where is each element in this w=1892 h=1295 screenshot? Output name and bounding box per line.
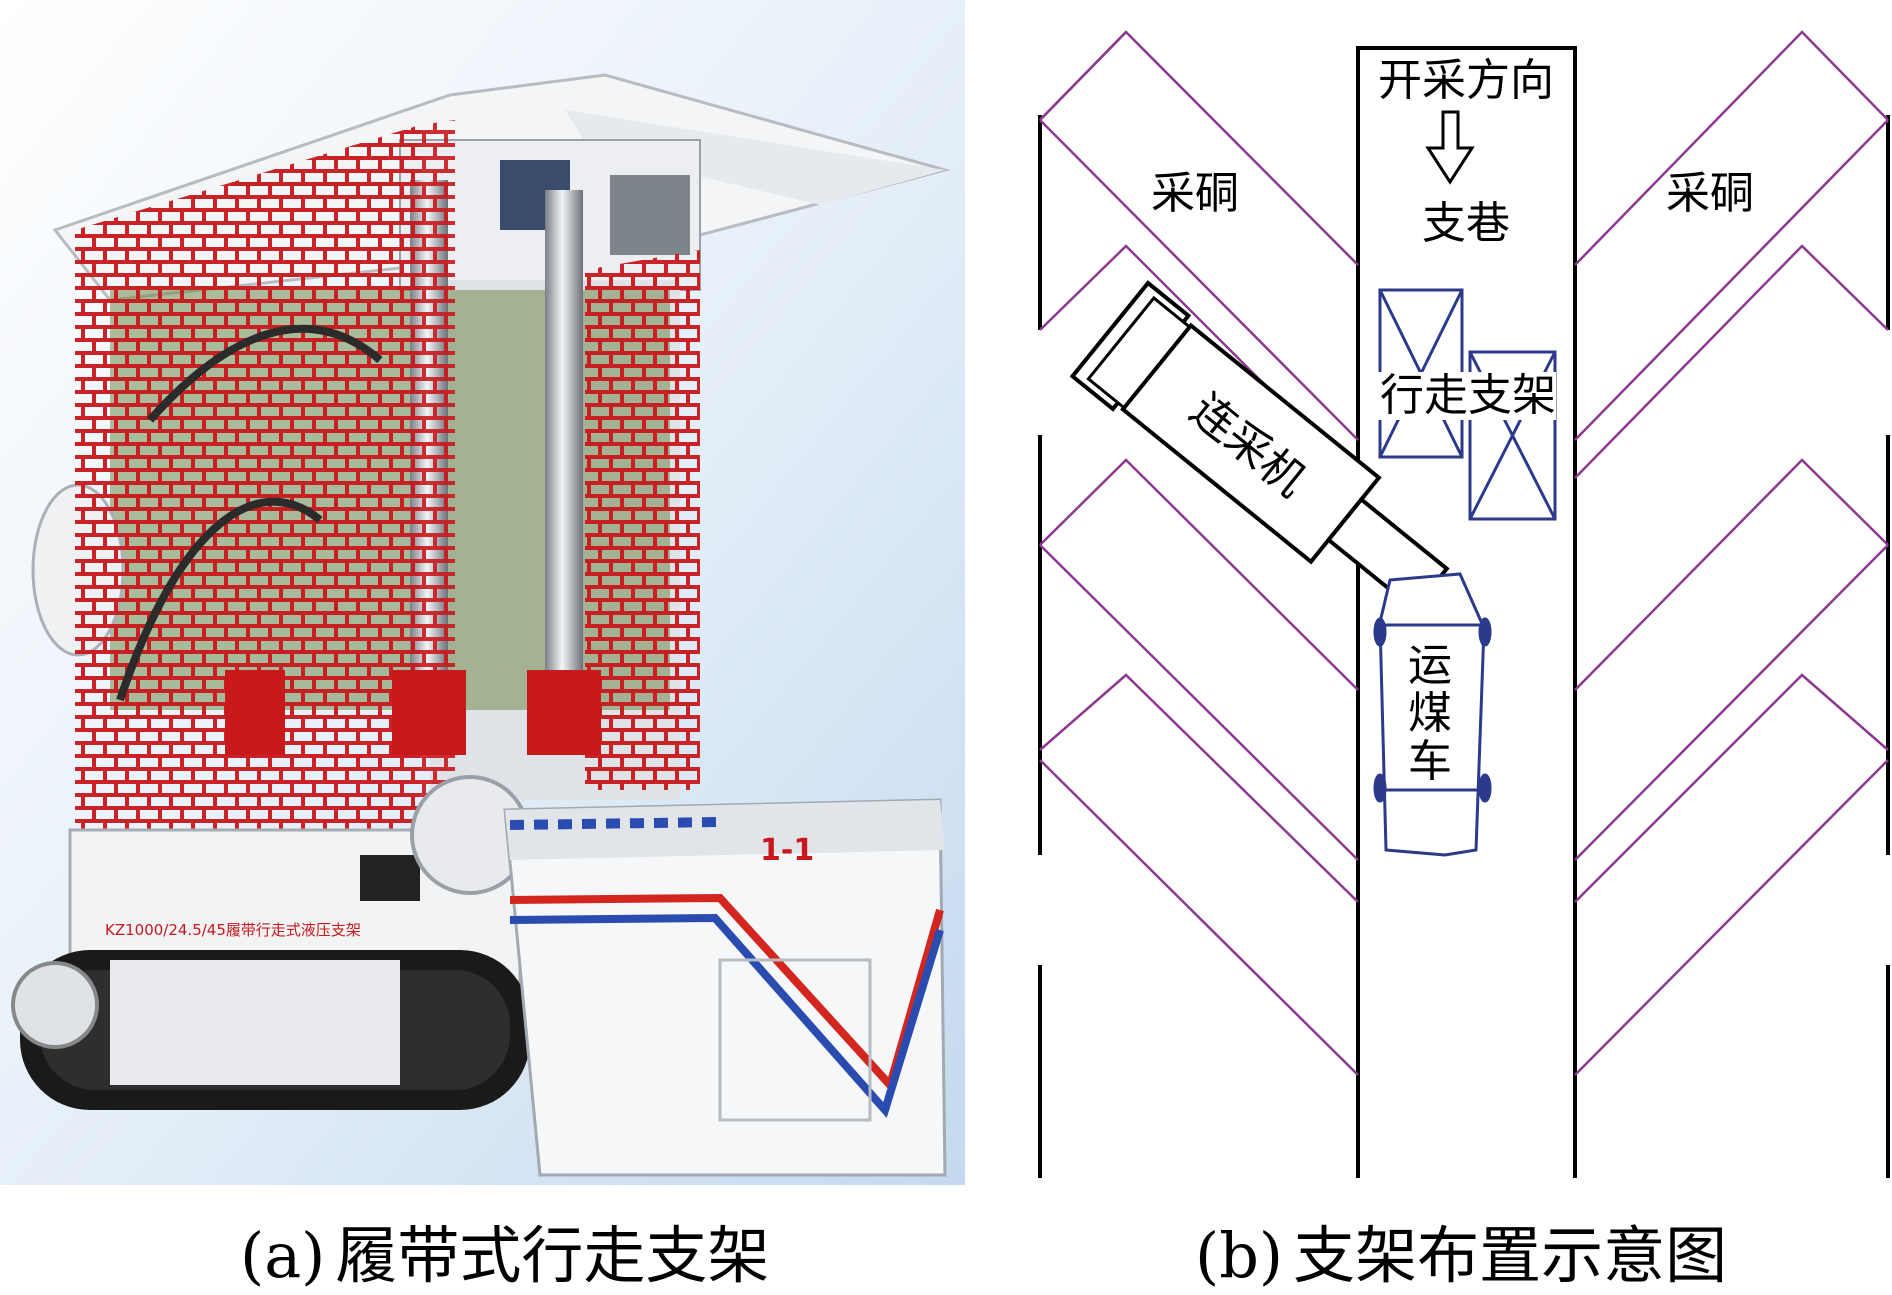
stall-right-2-top <box>1574 458 1889 691</box>
track-wheel-front <box>11 961 99 1049</box>
stall-right-slope-3 <box>1574 759 1889 1076</box>
caption-panel-a: (a)履带式行走支架 <box>240 1205 769 1295</box>
stall-right-1-top <box>1574 30 1889 266</box>
crawler-support-illustration: KZ1000/24.5/45履带行走式液压支架 1-1 <box>0 0 965 1185</box>
stall-left-slope-2 <box>1039 544 1359 861</box>
mining-stalls-left-inner <box>1039 119 1359 1076</box>
spacer <box>1040 120 1358 330</box>
stall-right-slope-2 <box>1574 544 1889 861</box>
stripe-blue <box>509 913 944 1118</box>
shuttle-car-label-2: 煤 <box>1408 688 1452 739</box>
stall-right-slope-1 <box>1574 119 1889 441</box>
power-unit-box <box>503 798 947 1177</box>
shuttle-wheel-front-left <box>1373 617 1387 647</box>
stripe-dashed <box>509 817 721 830</box>
shuttle-wheel-front-right <box>1478 617 1492 647</box>
access-panel <box>718 958 872 1122</box>
safety-net-front <box>75 125 420 830</box>
control-box <box>610 175 690 255</box>
caption-panel-b: (b)支架布置示意图 <box>1195 1205 1727 1295</box>
shuttle-car-body <box>1378 572 1486 857</box>
branch-roadway-label: 支巷 <box>1422 198 1510 249</box>
canopy-side <box>565 110 945 205</box>
caption-a-text: 履带式行走支架 <box>335 1219 770 1292</box>
photo-crawler-walking-support: KZ1000/24.5/45履带行走式液压支架 1-1 <box>0 0 965 1185</box>
track-cover <box>110 960 400 1085</box>
stall-right-1-bottom <box>1574 244 1889 479</box>
caption-b-letter: (b) <box>1195 1219 1284 1292</box>
layout-diagram: 开采方向 支巷 采硐 采硐 行走支架 连采机 <box>1038 30 1890 1178</box>
stall-left-2-top <box>1039 458 1359 691</box>
roadway-lines <box>1038 46 1890 1178</box>
mining-direction-label: 开采方向 <box>1378 55 1554 106</box>
stall-right-2-bottom <box>1574 673 1889 903</box>
schematic-support-layout: 开采方向 支巷 采硐 采硐 行走支架 连采机 <box>1030 0 1892 1185</box>
stripe-red <box>509 893 944 1094</box>
hydraulic-pillar-right <box>545 190 583 700</box>
stall-left-slope-3 <box>1039 759 1359 1076</box>
branch-roadway-outline <box>1356 46 1577 1178</box>
walking-support-label-bg <box>1376 372 1556 420</box>
machine-code: 1-1 <box>760 833 814 868</box>
hydraulic-hoses <box>116 324 383 702</box>
shuttle-wheel-rear-right <box>1478 773 1492 803</box>
spacer4 <box>1040 545 1358 895</box>
caption-a-letter: (a) <box>240 1219 326 1292</box>
stall-left-1-top <box>1039 30 1359 266</box>
mining-stall-left-label: 采硐 <box>1151 168 1239 219</box>
mining-stall-right-label: 采硐 <box>1666 168 1754 219</box>
machine-plate-text: KZ1000/24.5/45履带行走式液压支架 <box>105 921 361 939</box>
shuttle-car-label-1: 运 <box>1408 640 1452 691</box>
walking-support-label: 行走支架 <box>1380 370 1556 421</box>
stall-left-slope-1 <box>1039 119 1359 441</box>
shuttle-wheel-rear-left <box>1373 773 1387 803</box>
safety-net-middle <box>420 120 455 830</box>
continuous-miner: 连采机 <box>1069 280 1450 612</box>
chassis-display <box>360 855 420 901</box>
stall-left-2-bottom <box>1039 673 1359 903</box>
mining-direction-arrow-icon <box>1425 110 1475 185</box>
caption-b-text: 支架布置示意图 <box>1293 1219 1728 1292</box>
power-unit-top <box>505 800 945 860</box>
shuttle-car-label-3: 车 <box>1408 736 1452 787</box>
stall-left-edge <box>1039 31 1127 121</box>
shuttle-car <box>1373 572 1492 857</box>
mining-stalls-right <box>1574 30 1889 1076</box>
safety-net-side <box>585 250 700 790</box>
